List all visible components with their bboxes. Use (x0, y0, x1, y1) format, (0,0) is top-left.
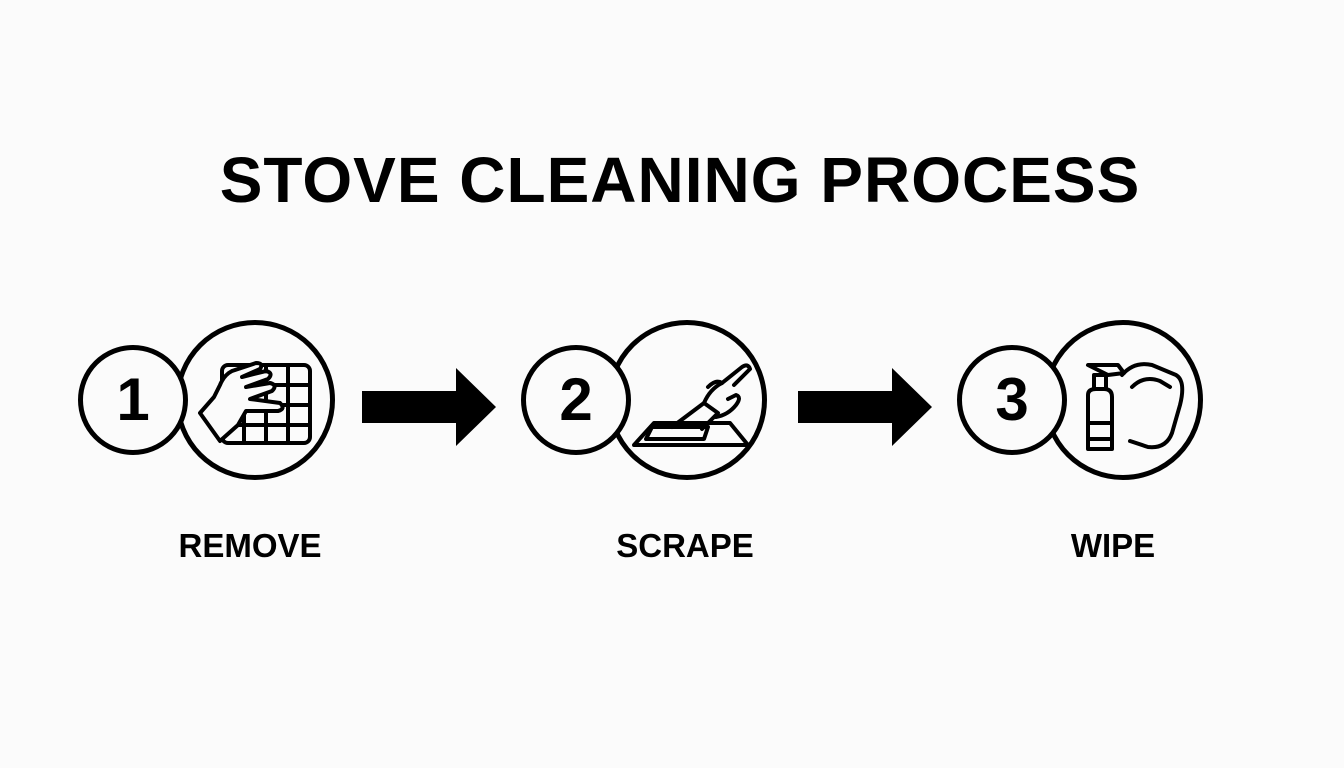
arrow-right-icon (798, 368, 932, 446)
arrow-right-icon (362, 368, 496, 446)
step-2-label: SCRAPE (616, 527, 754, 564)
scraper-icon (632, 363, 752, 447)
step-1-number-badge: 1 (78, 345, 188, 455)
step-3-number-badge: 3 (957, 345, 1067, 455)
step-1-icon-circle (175, 320, 335, 480)
step-3-icon-circle (1043, 320, 1203, 480)
step-1-label: REMOVE (178, 527, 322, 564)
spray-bottle-cloth-icon (1086, 362, 1185, 451)
step-3-label: WIPE (1070, 527, 1156, 564)
step-2-icon-circle (607, 320, 767, 480)
step-2-number-badge: 2 (521, 345, 631, 455)
hand-on-grate-icon (198, 361, 312, 445)
diagram-title: STOVE CLEANING PROCESS (219, 144, 1141, 216)
